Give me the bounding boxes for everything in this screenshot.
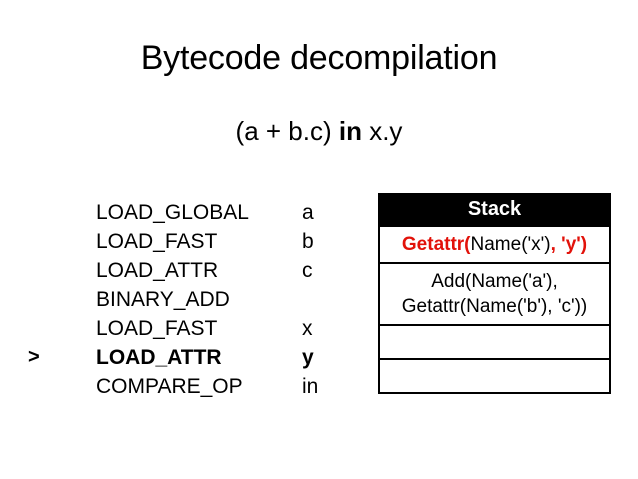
stack-slot: Add(Name('a'), Getattr(Name('b'), 'c')) bbox=[380, 262, 609, 324]
stack-slot-empty bbox=[380, 324, 609, 358]
bytecode-argument: in bbox=[302, 375, 319, 398]
stack-token: Getattr(Name('b'), 'c')) bbox=[401, 296, 588, 317]
bytecode-row: LOAD_GLOBAL a bbox=[0, 198, 360, 227]
subtitle-keyword-in: in bbox=[338, 116, 362, 146]
stack-table-body: Getattr(Name('x'), 'y')Add(Name('a'),Get… bbox=[380, 225, 609, 392]
bytecode-opcode: LOAD_GLOBAL bbox=[96, 201, 249, 224]
bytecode-opcode: BINARY_ADD bbox=[96, 288, 230, 311]
stack-token-highlighted: Getattr( bbox=[401, 234, 471, 255]
bytecode-row: > LOAD_ATTR y bbox=[0, 343, 360, 372]
stack-token: Add(Name('a'), bbox=[431, 271, 558, 292]
expression-subtitle: (a + b.c) in x.y bbox=[0, 115, 638, 147]
bytecode-row: LOAD_FAST x bbox=[0, 314, 360, 343]
bytecode-opcode: LOAD_ATTR bbox=[96, 259, 219, 282]
stack-slot: Getattr(Name('x'), 'y') bbox=[380, 225, 609, 262]
bytecode-argument: x bbox=[302, 317, 313, 340]
subtitle-expression-prefix: (a + b.c) bbox=[235, 116, 339, 146]
bytecode-opcode: LOAD_ATTR bbox=[96, 346, 222, 369]
stack-token: Name('x') bbox=[470, 234, 551, 255]
stack-slot-line: Getattr(Name('b'), 'c')) bbox=[402, 294, 588, 319]
stack-table: Stack Getattr(Name('x'), 'y')Add(Name('a… bbox=[378, 193, 611, 394]
subtitle-expression-suffix: x.y bbox=[361, 116, 403, 146]
stack-slot-empty bbox=[380, 358, 609, 392]
bytecode-opcode: COMPARE_OP bbox=[96, 375, 243, 398]
bytecode-opcode: LOAD_FAST bbox=[96, 230, 218, 253]
stack-table-header: Stack bbox=[380, 193, 609, 225]
bytecode-argument: y bbox=[302, 346, 314, 369]
bytecode-opcode: LOAD_FAST bbox=[96, 317, 218, 340]
bytecode-row: LOAD_ATTR c bbox=[0, 256, 360, 285]
stack-token-highlighted: 'y') bbox=[561, 234, 588, 255]
bytecode-row: LOAD_FAST b bbox=[0, 227, 360, 256]
bytecode-argument: a bbox=[302, 201, 314, 224]
stack-token-highlighted: , bbox=[550, 234, 562, 255]
current-instruction-marker-icon: > bbox=[28, 346, 40, 368]
stack-slot-line: Getattr(Name('x'), 'y') bbox=[402, 232, 587, 257]
bytecode-argument: c bbox=[302, 259, 313, 282]
bytecode-row: BINARY_ADD bbox=[0, 285, 360, 314]
page-title: Bytecode decompilation bbox=[140, 39, 498, 77]
bytecode-argument: b bbox=[302, 230, 314, 253]
bytecode-row: COMPARE_OP in bbox=[0, 372, 360, 401]
stack-slot-line: Add(Name('a'), bbox=[431, 269, 558, 294]
